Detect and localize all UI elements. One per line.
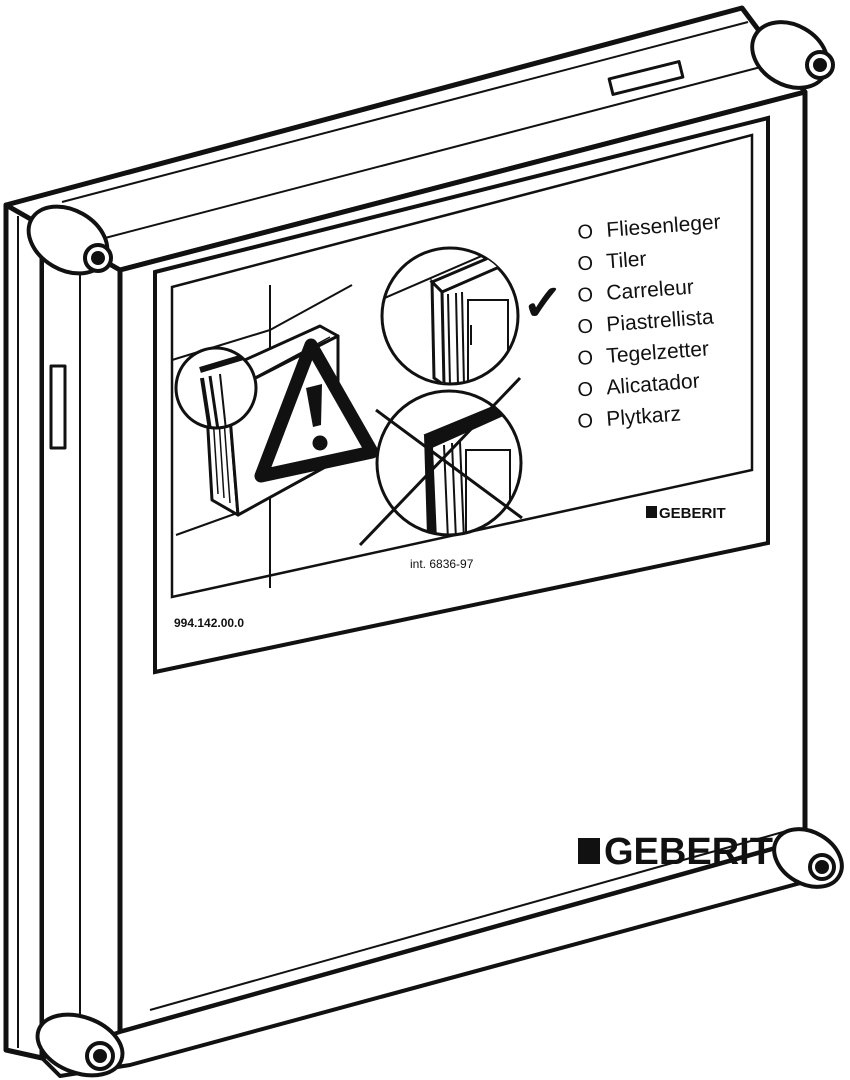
trade-item: O Plytkarz xyxy=(577,402,682,433)
svg-text:GEBERIT: GEBERIT xyxy=(604,831,773,873)
label-inner-frame xyxy=(170,133,754,599)
checkbox-circle-icon: O xyxy=(577,284,594,307)
screw-icon xyxy=(772,827,844,889)
cover-side-face xyxy=(3,202,45,1061)
drawing-reference: int. 6836-97 xyxy=(410,557,474,571)
screw-icon xyxy=(750,20,835,90)
article-number: 994.142.00.0 xyxy=(174,616,244,630)
cover-brand-logo: GEBERIT xyxy=(578,831,773,873)
trade-label: Plytkarz xyxy=(606,402,682,430)
checkbox-circle-icon: O xyxy=(577,347,594,370)
checkbox-circle-icon: O xyxy=(577,221,594,244)
checkbox-circle-icon: O xyxy=(577,378,594,401)
prohibited-cross-icon xyxy=(358,376,523,547)
checkbox-circle-icon: O xyxy=(577,315,594,338)
top-clip-tab xyxy=(607,60,685,96)
warning-triangle-icon xyxy=(254,338,379,483)
side-clip-tab xyxy=(49,364,67,450)
screw-icon xyxy=(26,204,113,276)
checkbox-circle-icon: O xyxy=(577,252,594,275)
svg-text:GEBERIT: GEBERIT xyxy=(659,505,726,522)
trade-label: Tiler xyxy=(606,247,648,273)
check-mark-icon: ✓ xyxy=(522,275,564,331)
label-brand-logo: GEBERIT xyxy=(646,505,726,522)
checkbox-circle-icon: O xyxy=(577,410,594,433)
screw-icon xyxy=(35,1012,125,1078)
corner-screws xyxy=(26,20,844,1078)
trade-item: O Tiler xyxy=(577,247,648,275)
